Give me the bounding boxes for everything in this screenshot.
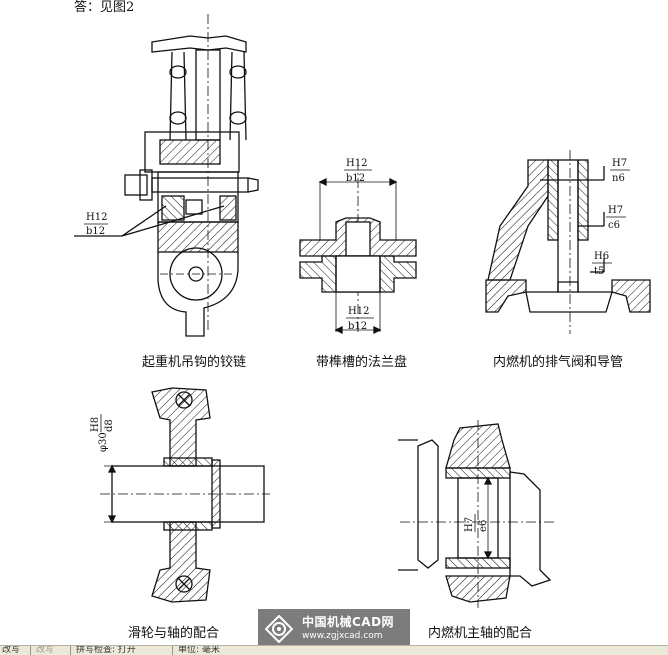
valve-fit3-upper: H6: [594, 251, 609, 262]
pulley-drawing: [100, 387, 270, 603]
flange-top-fit-lower: b12: [346, 173, 365, 184]
valve-fit2-upper: H7: [608, 205, 623, 216]
exhaust-valve-drawing: [485, 150, 651, 334]
crane-hook-drawing: [74, 14, 259, 337]
main-shaft-drawing: [398, 420, 556, 608]
flange-drawing: [299, 160, 417, 335]
valve-fit1-lower: n6: [612, 173, 625, 184]
valve-fit3-lower: t5: [594, 266, 604, 277]
crane-fit-upper: H12: [86, 212, 107, 223]
status-item-spellcheck[interactable]: 拼写检查: 打开: [76, 645, 136, 655]
pulley-fit-lower: d8: [104, 419, 115, 432]
crane-fit-lower: b12: [86, 226, 105, 237]
flange-top-fit-upper: H12: [346, 158, 367, 169]
status-bar: 改写 改写 拼写检查: 打开 单位: 毫米: [0, 645, 668, 655]
main-shaft-caption: 内燃机主轴的配合: [428, 626, 533, 641]
watermark-name: 中国机械CAD网: [302, 615, 395, 629]
pulley-caption: 滑轮与轴的配合: [128, 626, 220, 641]
shaft-fit-lower: e6: [478, 520, 489, 532]
flange-bottom-fit-upper: H12: [348, 306, 369, 317]
status-item-overwrite-disabled[interactable]: 改写: [36, 645, 55, 655]
answer-text: 答：见图2: [74, 0, 135, 15]
shaft-fit-upper: H7: [464, 517, 475, 532]
valve-fit2-lower: c6: [608, 220, 620, 231]
watermark-url: www.zgjxcad.com: [302, 631, 383, 641]
pulley-fit-prefix: φ30: [98, 432, 109, 452]
status-item-overwrite[interactable]: 改写: [2, 645, 21, 655]
exhaust-valve-caption: 内燃机的排气阀和导管: [493, 355, 624, 370]
status-item-units[interactable]: 单位: 毫米: [178, 645, 220, 655]
pulley-fit-upper: H8: [90, 417, 101, 432]
flange-caption: 带榫槽的法兰盘: [316, 355, 408, 370]
watermark: 中国机械CAD网 www.zgjxcad.com: [258, 609, 410, 649]
gear-logo-icon: [265, 615, 293, 643]
valve-fit1-upper: H7: [612, 158, 627, 169]
crane-hook-caption: 起重机吊钩的铰链: [142, 355, 247, 370]
flange-bottom-fit-lower: b12: [348, 321, 367, 332]
